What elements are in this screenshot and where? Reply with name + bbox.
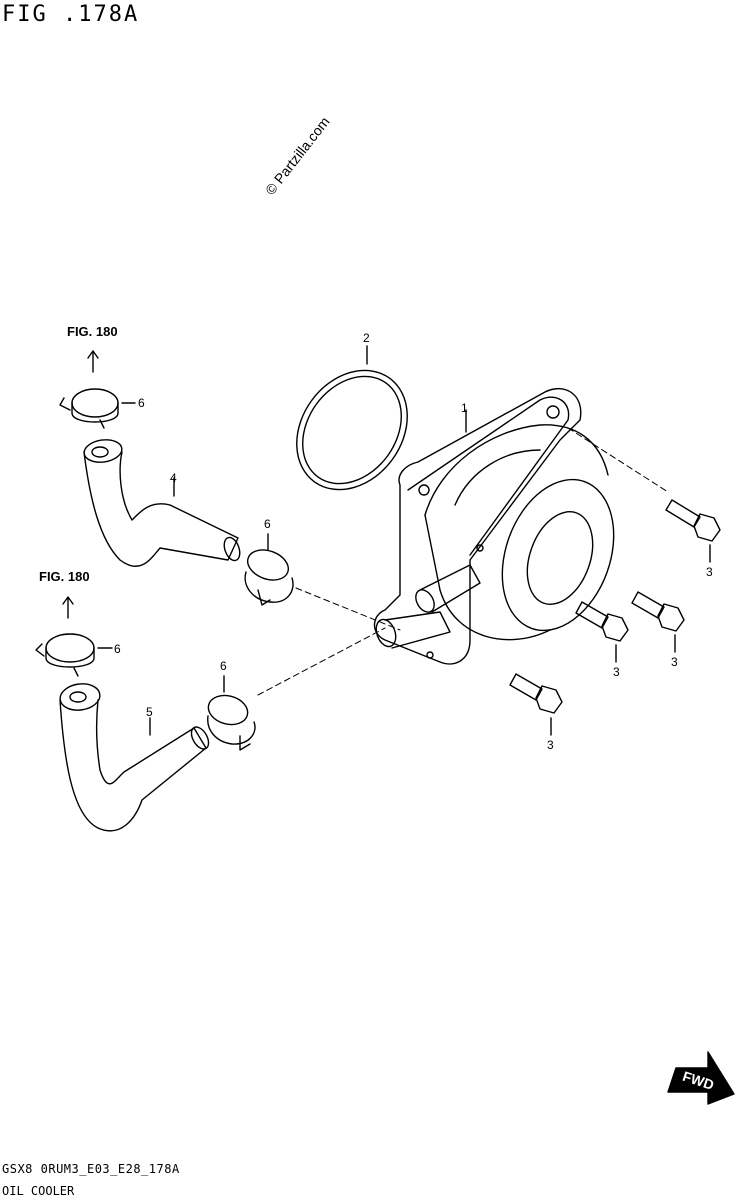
clamp-upper-top: [59, 388, 136, 429]
clamp-lower-top: [35, 633, 113, 677]
callout-clamp-lower-top: 6: [114, 642, 121, 656]
oil-cooler: [373, 387, 615, 665]
figure-title: FIG .178A: [2, 2, 140, 27]
callout-bolt-b: 3: [613, 665, 620, 679]
callout-bolt-c: 3: [671, 655, 678, 669]
callout-clamp-lower-mid: 6: [220, 659, 227, 673]
fig-ref-arrow-upper: [87, 350, 99, 373]
clamp-lower-mid: [207, 675, 256, 751]
callout-hose-upper: 4: [170, 471, 177, 485]
o-ring: [296, 345, 408, 491]
hose-lower: [59, 683, 210, 832]
callout-clamp-upper-top: 6: [138, 396, 145, 410]
bolt-middle-right: [631, 591, 685, 653]
callout-o-ring: 2: [363, 331, 370, 345]
fwd-arrow: [667, 1051, 735, 1105]
fig-ref-lower[interactable]: FIG. 180: [39, 569, 90, 584]
bolt-upper-right: [665, 499, 721, 563]
callout-clamp-upper-mid: 6: [264, 517, 271, 531]
callout-bolt-a: 3: [706, 565, 713, 579]
fig-ref-arrow-lower: [62, 596, 74, 619]
callout-oil-cooler: 1: [461, 401, 468, 415]
bolt-lower: [509, 673, 563, 736]
callout-hose-lower: 5: [146, 705, 153, 719]
leader-lines: [257, 427, 669, 696]
bolt-middle-left: [575, 601, 629, 663]
fig-ref-upper[interactable]: FIG. 180: [67, 324, 118, 339]
clamp-upper-mid: [244, 533, 294, 606]
callout-bolt-d: 3: [547, 738, 554, 752]
footer-diagram-name: OIL COOLER: [2, 1184, 75, 1198]
hose-upper: [83, 439, 241, 567]
footer-diagram-code: GSX8 0RUM3_E03_E28_178A: [2, 1162, 180, 1176]
